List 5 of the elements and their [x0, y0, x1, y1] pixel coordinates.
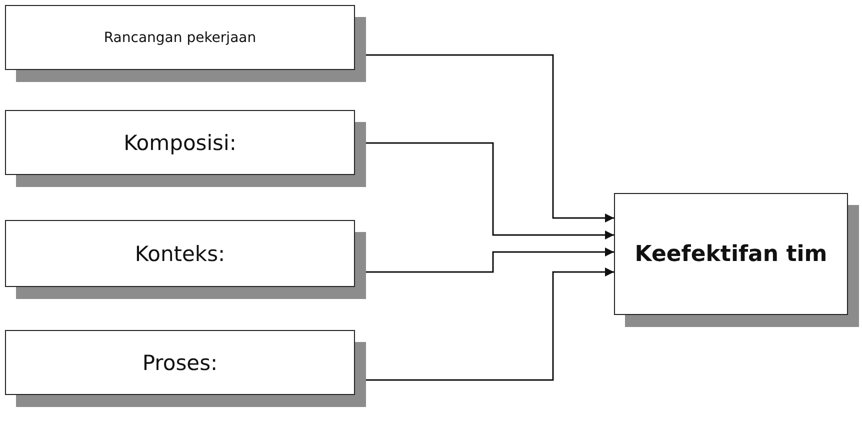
box-label: Komposisi:	[122, 130, 238, 154]
box-label: Keefektifan tim	[634, 242, 828, 266]
box-label: Proses:	[141, 350, 219, 374]
box-label: Rancangan pekerjaan	[102, 30, 258, 46]
box-label: Konteks:	[134, 242, 226, 266]
